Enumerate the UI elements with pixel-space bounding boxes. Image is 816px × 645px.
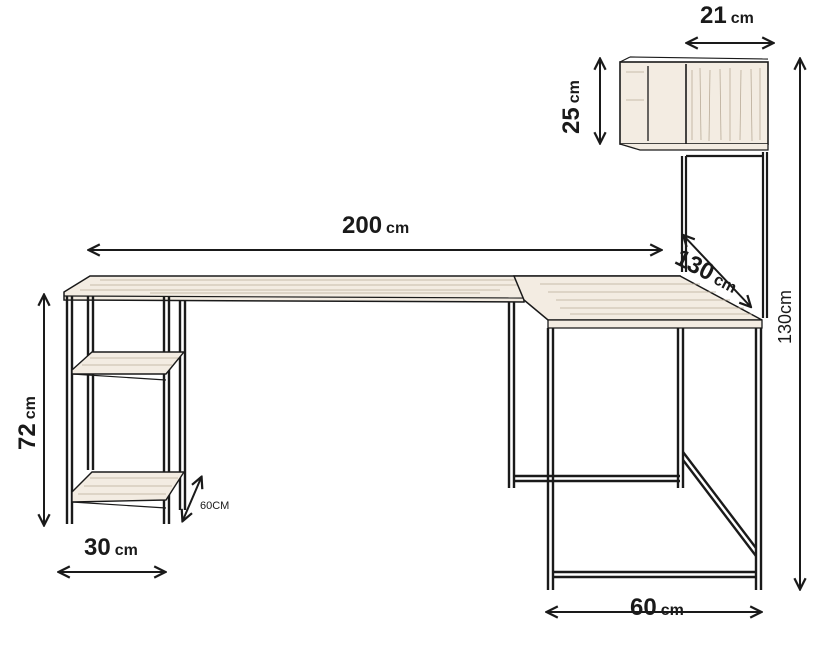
label-130cm-height: 130cm xyxy=(775,289,795,344)
dimension-lines xyxy=(44,43,800,612)
left-depth-arrow xyxy=(183,478,201,520)
depth-arrow xyxy=(684,236,750,306)
label-60cm-depth: 60CM xyxy=(200,500,230,512)
label-72cm: 72cm xyxy=(14,396,41,450)
label-25cm: 25cm xyxy=(558,80,585,134)
hutch-shelf xyxy=(619,56,769,151)
middle-leg xyxy=(507,302,680,488)
right-frame xyxy=(546,328,763,590)
left-shelf-unit xyxy=(65,296,187,524)
